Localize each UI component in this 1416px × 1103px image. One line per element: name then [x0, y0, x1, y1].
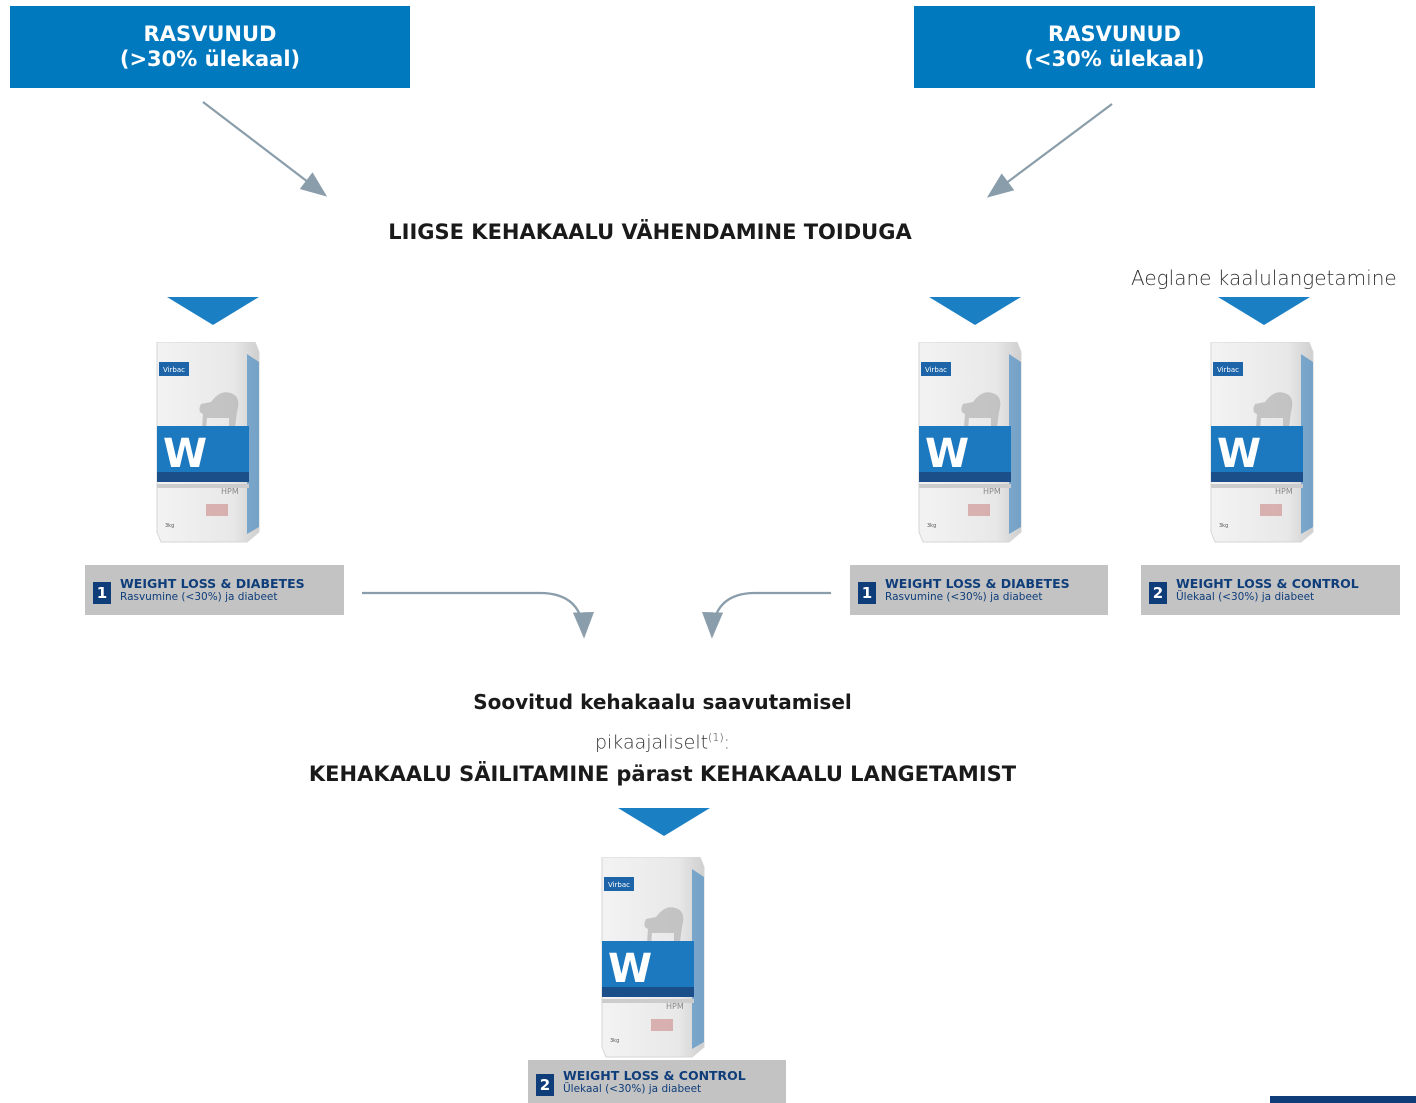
svg-text:Virbac: Virbac [925, 366, 947, 374]
footer-bar [1270, 1096, 1416, 1103]
product-bag-image: Virbac W HPM 3kg [913, 341, 1033, 547]
svg-text:HPM: HPM [666, 1002, 684, 1011]
svg-text:W: W [608, 946, 652, 992]
down-triangle-icon [618, 808, 710, 836]
footnote-ref: (1) [708, 731, 724, 744]
box-title: RASVUNUD [143, 22, 277, 46]
svg-text:3kg: 3kg [927, 523, 936, 529]
down-triangle-icon [1218, 297, 1310, 325]
product-bag-image: Virbac W HPM 3kg [151, 341, 271, 547]
target-reached-heading: Soovitud kehakaalu saavutamisel [473, 690, 852, 714]
svg-text:Virbac: Virbac [608, 881, 630, 889]
arrow-right-to-reduction [986, 103, 1113, 198]
svg-text:W: W [925, 431, 969, 477]
down-triangle-icon [929, 297, 1021, 325]
long-term-text: pikaajaliselt [594, 731, 709, 754]
arrow-right-to-maintenance [702, 591, 831, 639]
product-number: 2 [536, 1073, 554, 1096]
arrow-left-to-maintenance [362, 591, 594, 639]
product-desc: Rasvumine (<30%) ja diabeet [885, 591, 1043, 603]
product-bag-image: Virbac W HPM 3kg [1205, 341, 1325, 547]
product-name: WEIGHT LOSS & CONTROL [1176, 576, 1359, 591]
long-term-colon: : [723, 731, 731, 754]
product-bag-image: Virbac W HPM 3kg [596, 856, 716, 1062]
box-title: RASVUNUD [1048, 22, 1181, 46]
maintenance-heading: KEHAKAALU SÄILITAMINE pärast KEHAKAALU L… [308, 762, 1017, 786]
svg-text:W: W [1217, 431, 1261, 477]
svg-text:HPM: HPM [983, 487, 1001, 496]
svg-text:3kg: 3kg [1219, 523, 1228, 529]
product-number: 2 [1149, 582, 1167, 604]
product-label-weight-loss-diabetes: 1 WEIGHT LOSS & DIABETES Rasvumine (<30%… [850, 565, 1108, 615]
product-number: 1 [858, 582, 876, 604]
product-desc: Rasvumine (<30%) ja diabeet [120, 591, 278, 603]
product-label-weight-loss-control: 2 WEIGHT LOSS & CONTROL Ülekaal (<30%) j… [1141, 565, 1400, 615]
product-desc: Ülekaal (<30%) ja diabeet [1176, 591, 1315, 603]
svg-text:3kg: 3kg [165, 523, 174, 529]
svg-text:HPM: HPM [1275, 487, 1293, 496]
svg-text:3kg: 3kg [610, 1038, 619, 1044]
long-term-label: pikaajaliselt(1): [0, 731, 1325, 753]
product-name: WEIGHT LOSS & DIABETES [885, 576, 1070, 591]
product-desc: Ülekaal (<30%) ja diabeet [563, 1082, 702, 1095]
product-name: WEIGHT LOSS & CONTROL [563, 1067, 746, 1083]
product-label-weight-loss-control: 2 WEIGHT LOSS & CONTROL Ülekaal (<30%) j… [528, 1060, 786, 1103]
reduction-heading: LIIGSE KEHAKAALU VÄHENDAMINE TOIDUGA [388, 220, 912, 244]
product-number: 1 [93, 582, 111, 604]
product-name: WEIGHT LOSS & DIABETES [120, 576, 305, 591]
slow-loss-note: Aeglane kaalulangetamine [1131, 266, 1397, 290]
svg-text:W: W [163, 431, 207, 477]
down-triangle-icon [167, 297, 259, 325]
box-subtitle: (>30% ülekaal) [119, 47, 301, 71]
box-obese-over-30: RASVUNUD (>30% ülekaal) [10, 6, 410, 88]
product-label-weight-loss-diabetes: 1 WEIGHT LOSS & DIABETES Rasvumine (<30%… [85, 565, 344, 615]
arrow-left-to-reduction [202, 101, 328, 197]
box-subtitle: (<30% ülekaal) [1024, 47, 1205, 71]
svg-text:Virbac: Virbac [163, 366, 185, 374]
box-obese-under-30: RASVUNUD (<30% ülekaal) [914, 6, 1315, 88]
svg-text:HPM: HPM [221, 487, 239, 496]
svg-text:Virbac: Virbac [1217, 366, 1239, 374]
